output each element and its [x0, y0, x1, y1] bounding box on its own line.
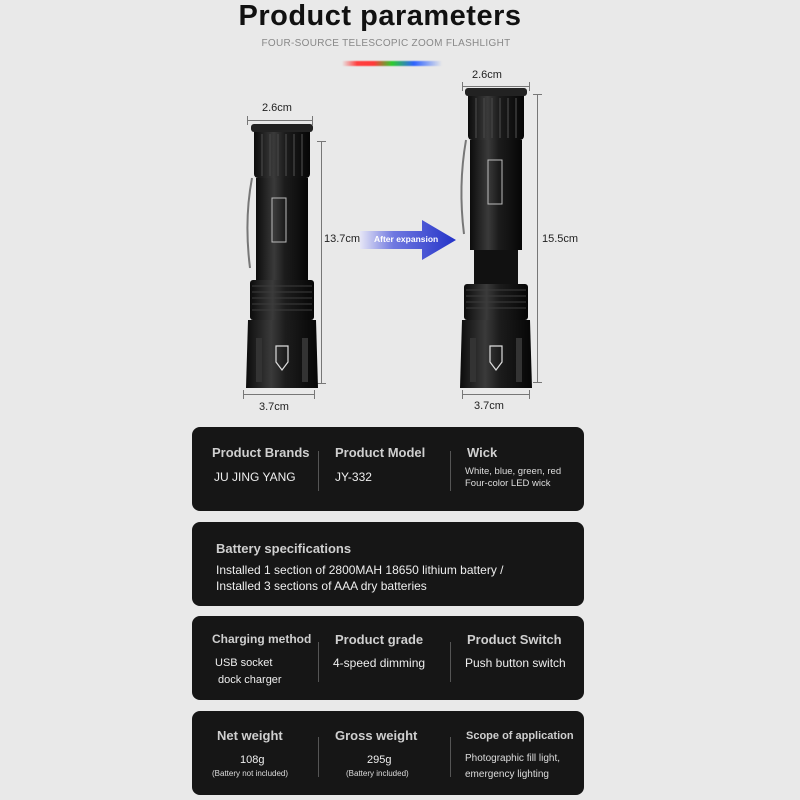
divider — [450, 737, 451, 777]
left-bottom-ruler — [243, 390, 315, 399]
wick-line1: White, blue, green, red — [465, 466, 562, 477]
gross-weight-label: Gross weight — [335, 728, 418, 743]
arrow-label: After expansion — [374, 234, 439, 244]
brand-value: JU JING YANG — [214, 470, 296, 484]
battery-card: Battery specifications Installed 1 secti… — [192, 522, 584, 606]
wick-label: Wick — [467, 445, 498, 460]
model-value: JY-332 — [335, 470, 372, 484]
battery-line1: Installed 1 section of 2800MAH 18650 lit… — [216, 563, 504, 577]
grade-label: Product grade — [335, 632, 424, 647]
scope-line1: Photographic fill light, — [465, 753, 561, 764]
rgb-accent-line — [342, 61, 442, 66]
charging-label: Charging method — [212, 632, 312, 646]
battery-label: Battery specifications — [216, 541, 352, 556]
model-label: Product Model — [335, 445, 426, 460]
charging-line2: dock charger — [218, 674, 282, 686]
left-length-label: 13.7cm — [324, 233, 361, 245]
flashlight-compact-image — [246, 124, 318, 388]
scope-label: Scope of application — [466, 730, 574, 742]
switch-label: Product Switch — [467, 632, 562, 647]
switch-value: Push button switch — [465, 656, 566, 670]
battery-line2: Installed 3 sections of AAA dry batterie… — [216, 579, 427, 593]
wick-line2: Four-color LED wick — [465, 478, 551, 489]
gross-weight-note: (Battery included) — [346, 769, 409, 778]
flashlight-extended-image — [460, 88, 532, 388]
scope-line2: emergency lighting — [465, 769, 549, 780]
right-length-ruler — [533, 94, 542, 383]
brand-model-wick-card: Product Brands JU JING YANG Product Mode… — [192, 427, 584, 511]
divider — [318, 642, 319, 682]
charging-line1: USB socket — [215, 657, 273, 669]
net-weight-value: 108g — [240, 754, 265, 766]
right-top-ruler — [462, 82, 530, 91]
grade-value: 4-speed dimming — [333, 656, 426, 670]
brand-label: Product Brands — [212, 445, 310, 460]
page-subtitle: FOUR-SOURCE TELESCOPIC ZOOM FLASHLIGHT — [261, 38, 511, 49]
divider — [318, 451, 319, 491]
weight-scope-card: Net weight 108g (Battery not included) G… — [192, 711, 584, 795]
net-weight-note: (Battery not included) — [212, 769, 289, 778]
page-title: Product parameters — [238, 0, 522, 32]
divider — [450, 451, 451, 491]
right-length-label: 15.5cm — [542, 233, 579, 245]
divider — [450, 642, 451, 682]
expansion-arrow-icon — [360, 220, 456, 260]
charging-grade-switch-card: Charging method USB socket dock charger … — [192, 616, 584, 700]
gross-weight-value: 295g — [367, 754, 392, 766]
right-top-width-label: 2.6cm — [472, 69, 502, 81]
left-top-width-label: 2.6cm — [262, 102, 292, 114]
right-bottom-ruler — [462, 390, 530, 399]
net-weight-label: Net weight — [217, 728, 283, 743]
divider — [318, 737, 319, 777]
left-bottom-width-label: 3.7cm — [259, 401, 289, 413]
right-bottom-width-label: 3.7cm — [474, 400, 504, 412]
left-length-ruler — [317, 141, 326, 384]
left-top-ruler — [247, 116, 313, 125]
